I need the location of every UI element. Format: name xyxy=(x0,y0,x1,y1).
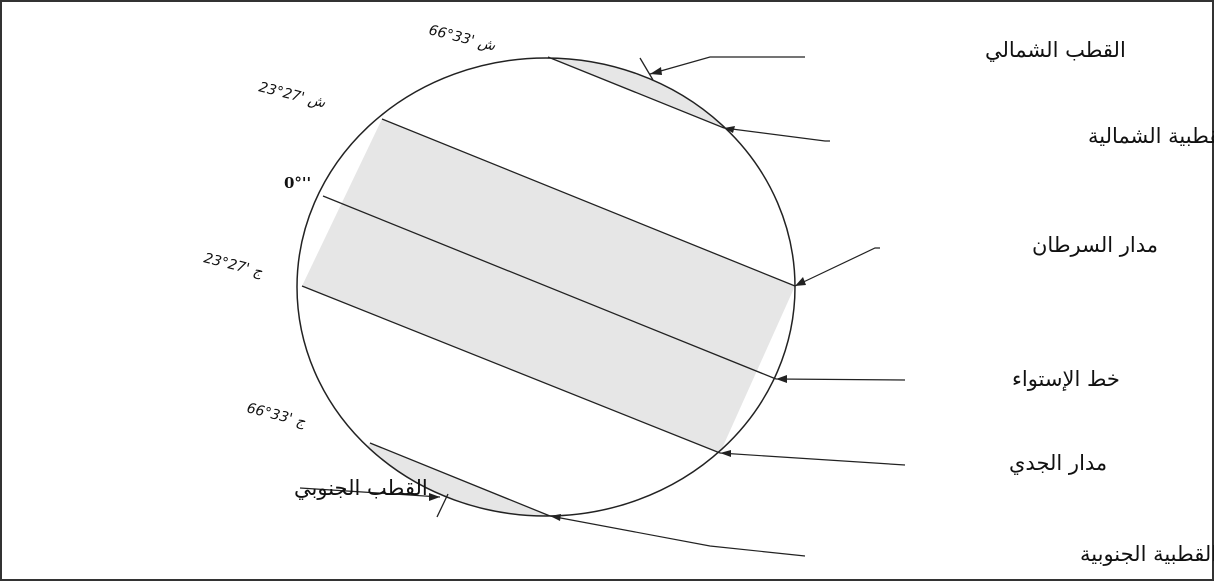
south-polar-cap xyxy=(250,443,550,581)
tropic-cancer-leader xyxy=(795,248,880,286)
arrowhead xyxy=(720,450,731,457)
arrowhead xyxy=(650,67,662,75)
latitude-arctic-north: 66°33' ش xyxy=(427,22,498,54)
label-north-pole: القطب الشمالي xyxy=(985,38,1126,62)
arrowhead xyxy=(795,277,806,286)
latitude-arctic-south: 66°33' ج xyxy=(245,400,308,430)
label-tropic-cancer: مدار السرطان xyxy=(1032,233,1158,257)
antarctic-circle-leader xyxy=(550,516,805,556)
tropical-zone xyxy=(302,119,795,453)
north-polar-cap xyxy=(400,0,900,128)
arctic-circle-leader xyxy=(724,128,830,141)
latitude-equator: 0°'' xyxy=(284,174,311,192)
equator-leader xyxy=(776,379,905,380)
label-arctic-circle: الدائرة القطبية الشمالية xyxy=(1088,124,1214,148)
label-south-pole: القطب الجنوبي xyxy=(294,476,428,500)
label-equator: خط الإستواء xyxy=(1012,367,1120,391)
latitude-tropic-south: 23°27' ج xyxy=(202,250,265,280)
latitude-tropic-north: 23°27' ش xyxy=(257,79,328,111)
label-antarctic-circle: الدائرة القطبية الجنوبية xyxy=(1080,542,1214,566)
tropic-capricorn-leader xyxy=(720,453,905,465)
label-tropic-capricorn: مدار الجدي xyxy=(1009,451,1107,475)
arctic-circle-line xyxy=(548,57,724,128)
arrowhead xyxy=(550,514,561,521)
arrowhead xyxy=(776,375,787,383)
north-pole-leader xyxy=(650,57,805,74)
